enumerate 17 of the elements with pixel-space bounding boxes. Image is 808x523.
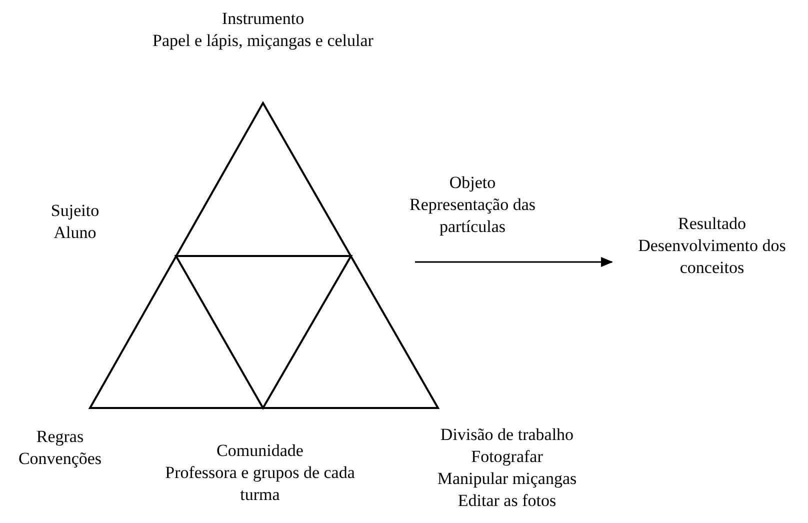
node-text: Aluno bbox=[52, 222, 98, 244]
node-heading: Sujeito bbox=[50, 200, 100, 222]
node-text: Professora e grupos de cada turma bbox=[164, 462, 356, 506]
node-heading: Comunidade bbox=[216, 440, 304, 462]
node-heading: Resultado bbox=[677, 213, 747, 235]
node-heading: Regras bbox=[35, 426, 85, 448]
node-text: Desenvolvimento dos conceitos bbox=[637, 235, 787, 279]
arrow bbox=[415, 257, 613, 267]
node-text: Fotografar bbox=[470, 446, 544, 468]
node-text: Representação das partículas bbox=[408, 194, 537, 238]
node-text: Manipular miçangas bbox=[436, 468, 578, 490]
node-text: Editar as fotos bbox=[456, 490, 558, 512]
node-heading: Objeto bbox=[448, 172, 497, 194]
node-text: Convenções bbox=[17, 448, 103, 470]
node-heading: Divisão de trabalho bbox=[439, 424, 575, 446]
node-heading: Instrumento bbox=[220, 8, 306, 30]
node-text: Papel e lápis, miçangas e celular bbox=[152, 30, 374, 52]
